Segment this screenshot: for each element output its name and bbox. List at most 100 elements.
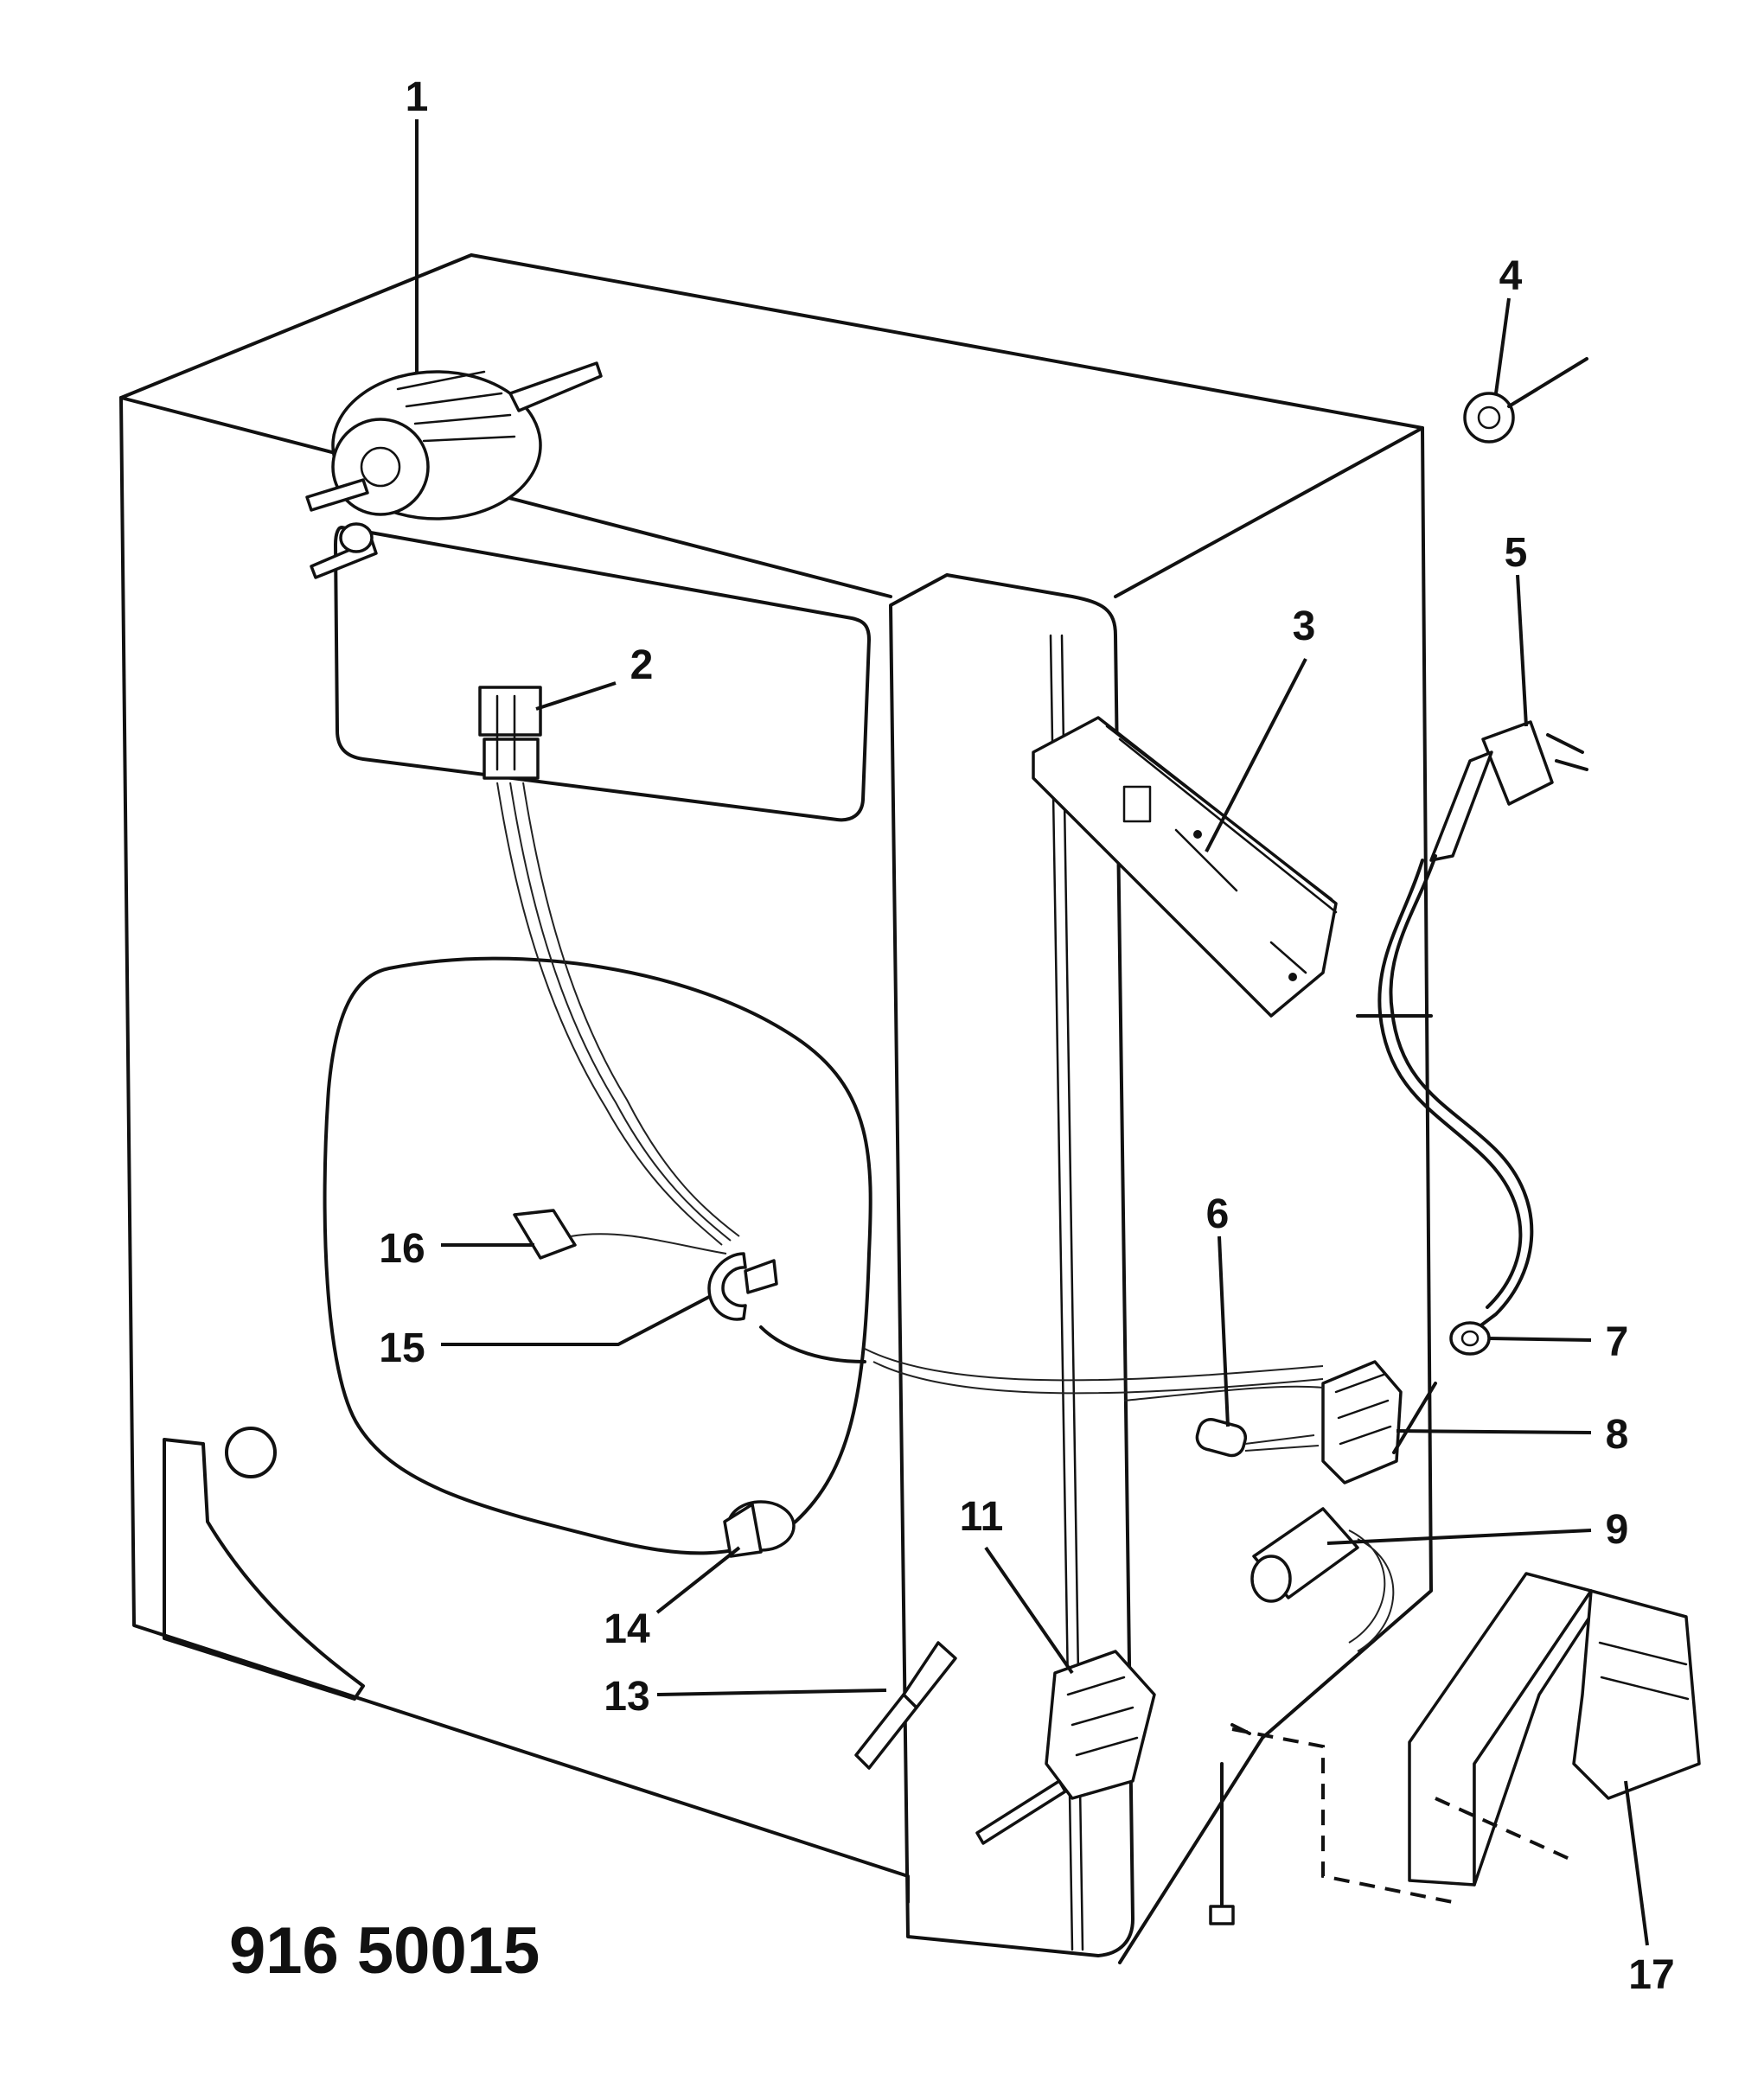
callout-15: 15: [379, 1325, 425, 1371]
leader-13: [656, 1689, 887, 1696]
suppressor-part: [1195, 1417, 1320, 1458]
board-slots: [1174, 828, 1307, 974]
bracket-dashed-outline: [1231, 1727, 1454, 1904]
callout-14: 14: [604, 1606, 650, 1652]
leader-15: [441, 1295, 710, 1346]
callout-11: 11: [960, 1494, 1004, 1540]
sensor-wires: [570, 1233, 727, 1255]
callout-6: 6: [1206, 1191, 1230, 1237]
callout-17: 17: [1628, 1952, 1674, 1998]
grommet-part: [1463, 357, 1588, 444]
terminal-row-1: [1105, 725, 1333, 901]
callout-labels: 1 2 3 4 5 6 7 8 9 11 13 14 15 16 17: [379, 74, 1674, 1998]
cabinet-front-strip: [889, 573, 1134, 1957]
leader-8: [1396, 1429, 1592, 1434]
motor-part: [305, 361, 603, 579]
bracket-tab: [1230, 1723, 1251, 1735]
connector-lower: [483, 737, 540, 780]
leader-lines: [415, 119, 1649, 1946]
sensor-body: [513, 1209, 577, 1260]
grommet-hole: [1477, 405, 1501, 430]
callout-9: 9: [1606, 1507, 1629, 1553]
probe-head: [902, 1641, 957, 1709]
callout-3: 3: [1293, 603, 1316, 649]
terminal-board-part: [1032, 716, 1338, 1018]
sensor-part: [513, 1209, 727, 1260]
gland-hole: [1460, 1330, 1480, 1347]
filter-ribs: [1598, 1641, 1690, 1701]
board-screw: [1193, 830, 1202, 839]
filter-cartridge: [1572, 1589, 1701, 1800]
suppressor-leads: [1244, 1434, 1320, 1452]
cabinet-right-edge: [1118, 426, 1433, 1964]
motor-pulley: [339, 522, 374, 553]
filter-housing-side: [1473, 1589, 1597, 1887]
leader-6: [1218, 1235, 1230, 1427]
mains-plug-part: [1356, 720, 1588, 1329]
mains-cable: [1389, 854, 1534, 1329]
capacitor-part: [1250, 1507, 1395, 1652]
wire-harness-main-c: [1123, 1385, 1324, 1401]
connector-slots: [495, 694, 516, 771]
callout-4: 4: [1499, 253, 1523, 299]
plug-body: [1481, 720, 1554, 806]
cabinet-top-face: [119, 253, 1424, 598]
clip-ring: [707, 1252, 747, 1321]
terminal-block-body: [1321, 1360, 1403, 1484]
connector-upper: [478, 686, 542, 737]
upper-panel-cutout: [334, 526, 871, 822]
wire-harness-c: [522, 782, 740, 1237]
leader-2: [535, 681, 617, 711]
leader-11: [984, 1546, 1074, 1675]
screw-part: [1209, 1762, 1235, 1925]
callout-8: 8: [1606, 1412, 1629, 1458]
connector-block-part: [478, 686, 740, 1246]
leader-5: [1516, 574, 1528, 727]
callout-7: 7: [1606, 1319, 1629, 1365]
board-screw-2: [1288, 973, 1297, 981]
probe-stem: [854, 1693, 918, 1770]
terminal-board: [1032, 716, 1338, 1018]
door-switch-body: [1045, 1650, 1156, 1800]
gland-body: [1449, 1321, 1491, 1356]
callout-1: 1: [406, 74, 429, 120]
wire-harness-main-b: [872, 1361, 1324, 1395]
wire-harness-a: [496, 782, 723, 1246]
vent-hole: [225, 1427, 277, 1478]
callout-2: 2: [630, 642, 654, 688]
clip-lug: [744, 1259, 778, 1294]
probe-part: [854, 1641, 957, 1770]
door-switch-detail: [1066, 1676, 1139, 1757]
grommet-ring: [1463, 392, 1515, 444]
leader-4: [1494, 297, 1511, 394]
motor-windings: [396, 370, 516, 443]
cabinet-front-face: [119, 396, 910, 1904]
leader-17: [1624, 1780, 1649, 1946]
leader-9: [1326, 1529, 1592, 1545]
hose-section: [759, 1325, 866, 1363]
vent-slot: [163, 1438, 365, 1701]
thermostat-bracket: [723, 1503, 763, 1558]
door-switch-part: [975, 1650, 1156, 1845]
suppressor-body: [1195, 1417, 1248, 1458]
mains-cable-2: [1377, 859, 1523, 1309]
filter-housing-part: [1408, 1572, 1701, 1887]
terminal-block-part: [864, 1348, 1437, 1484]
leader-3: [1205, 658, 1307, 852]
door-switch-plunger: [975, 1779, 1067, 1845]
motor-shaft-front: [305, 478, 369, 512]
screw-head: [1209, 1905, 1235, 1925]
callout-16: 16: [379, 1226, 425, 1272]
capacitor-end: [1250, 1555, 1292, 1603]
terminal-block-lead: [1392, 1382, 1437, 1454]
thermostat-part: [723, 1500, 796, 1558]
motor-shaft-rear: [508, 361, 603, 412]
cable-gland-part: [1449, 1321, 1491, 1356]
wire-harness-b: [509, 782, 732, 1242]
leader-7: [1488, 1337, 1592, 1342]
motor-bearing: [360, 446, 401, 488]
cabinet: [119, 253, 1454, 1964]
callout-13: 13: [604, 1674, 649, 1720]
wire-harness-main-a: [864, 1348, 1324, 1382]
